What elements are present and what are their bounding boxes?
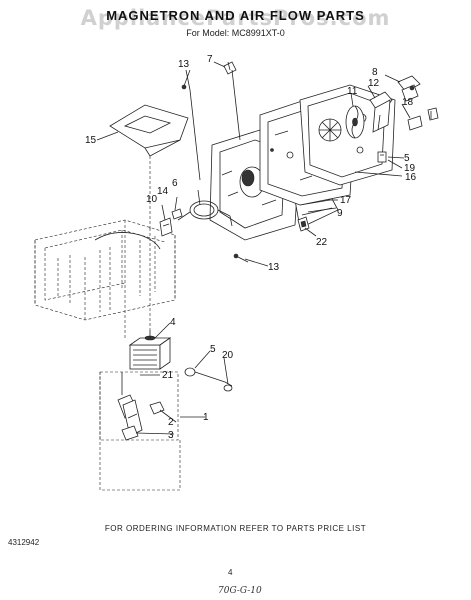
callout-19: 19 bbox=[404, 163, 416, 174]
holder-part-14 bbox=[171, 208, 183, 220]
clip-part-19 bbox=[377, 151, 387, 163]
page-title: MAGNETRON AND AIR FLOW PARTS bbox=[106, 8, 365, 23]
callout-5-right: 5 bbox=[404, 153, 410, 164]
callout-14: 14 bbox=[157, 186, 169, 197]
callout-10: 10 bbox=[146, 194, 158, 205]
callout-2: 2 bbox=[168, 417, 174, 428]
fan-blade-part-11 bbox=[345, 105, 365, 139]
model-number: For Model: MC8991XT-0 bbox=[186, 28, 285, 38]
callout-22: 22 bbox=[316, 237, 328, 248]
callout-16: 16 bbox=[405, 172, 417, 183]
callout-5: 5 bbox=[210, 344, 216, 355]
magnetron-part-4 bbox=[128, 330, 172, 370]
oven-cavity bbox=[34, 219, 176, 340]
callout-3: 3 bbox=[168, 430, 174, 441]
cushion-part-22 bbox=[297, 216, 310, 232]
coil-part-6 bbox=[177, 200, 233, 227]
air-guide-part-15 bbox=[109, 104, 189, 230]
bracket-part-7 bbox=[223, 61, 237, 75]
fuse-assembly-part-1 bbox=[99, 371, 181, 491]
leader-lines bbox=[96, 61, 411, 435]
callout-labels: 1 2 3 4 5 6 7 8 9 10 11 12 13 13 14 15 1… bbox=[85, 54, 417, 441]
callout-15: 15 bbox=[85, 135, 97, 146]
callout-7: 7 bbox=[207, 54, 213, 65]
fan-motor-part-12 bbox=[369, 91, 393, 133]
callout-18: 18 bbox=[402, 97, 414, 108]
bracket-part-10 bbox=[159, 217, 173, 237]
callout-11: 11 bbox=[347, 86, 358, 97]
callout-13-bottom: 13 bbox=[268, 262, 280, 273]
callout-13-top: 13 bbox=[178, 59, 190, 70]
screw-part-13-bottom bbox=[233, 253, 249, 263]
callout-9: 9 bbox=[337, 208, 343, 219]
callout-21: 21 bbox=[162, 370, 174, 381]
callout-12: 12 bbox=[368, 78, 380, 89]
ordering-info: FOR ORDERING INFORMATION REFER TO PARTS … bbox=[104, 524, 367, 533]
document-part-number: 4312942 bbox=[8, 538, 40, 547]
callout-6: 6 bbox=[172, 178, 178, 189]
thermostat-part-8 bbox=[397, 75, 421, 102]
page-number: 4 bbox=[228, 568, 233, 577]
back-plate-part-16 bbox=[299, 84, 396, 186]
callout-8: 8 bbox=[372, 67, 378, 78]
handwritten-code: 70G-G-10 bbox=[218, 586, 262, 596]
callout-4: 4 bbox=[170, 317, 176, 328]
callout-17: 17 bbox=[340, 195, 352, 206]
callout-20: 20 bbox=[222, 350, 234, 361]
screw-part-13-top bbox=[181, 69, 191, 90]
clip-part-18 bbox=[407, 107, 439, 131]
thermal-protector-part-5 bbox=[184, 367, 233, 392]
callout-1: 1 bbox=[203, 412, 209, 423]
